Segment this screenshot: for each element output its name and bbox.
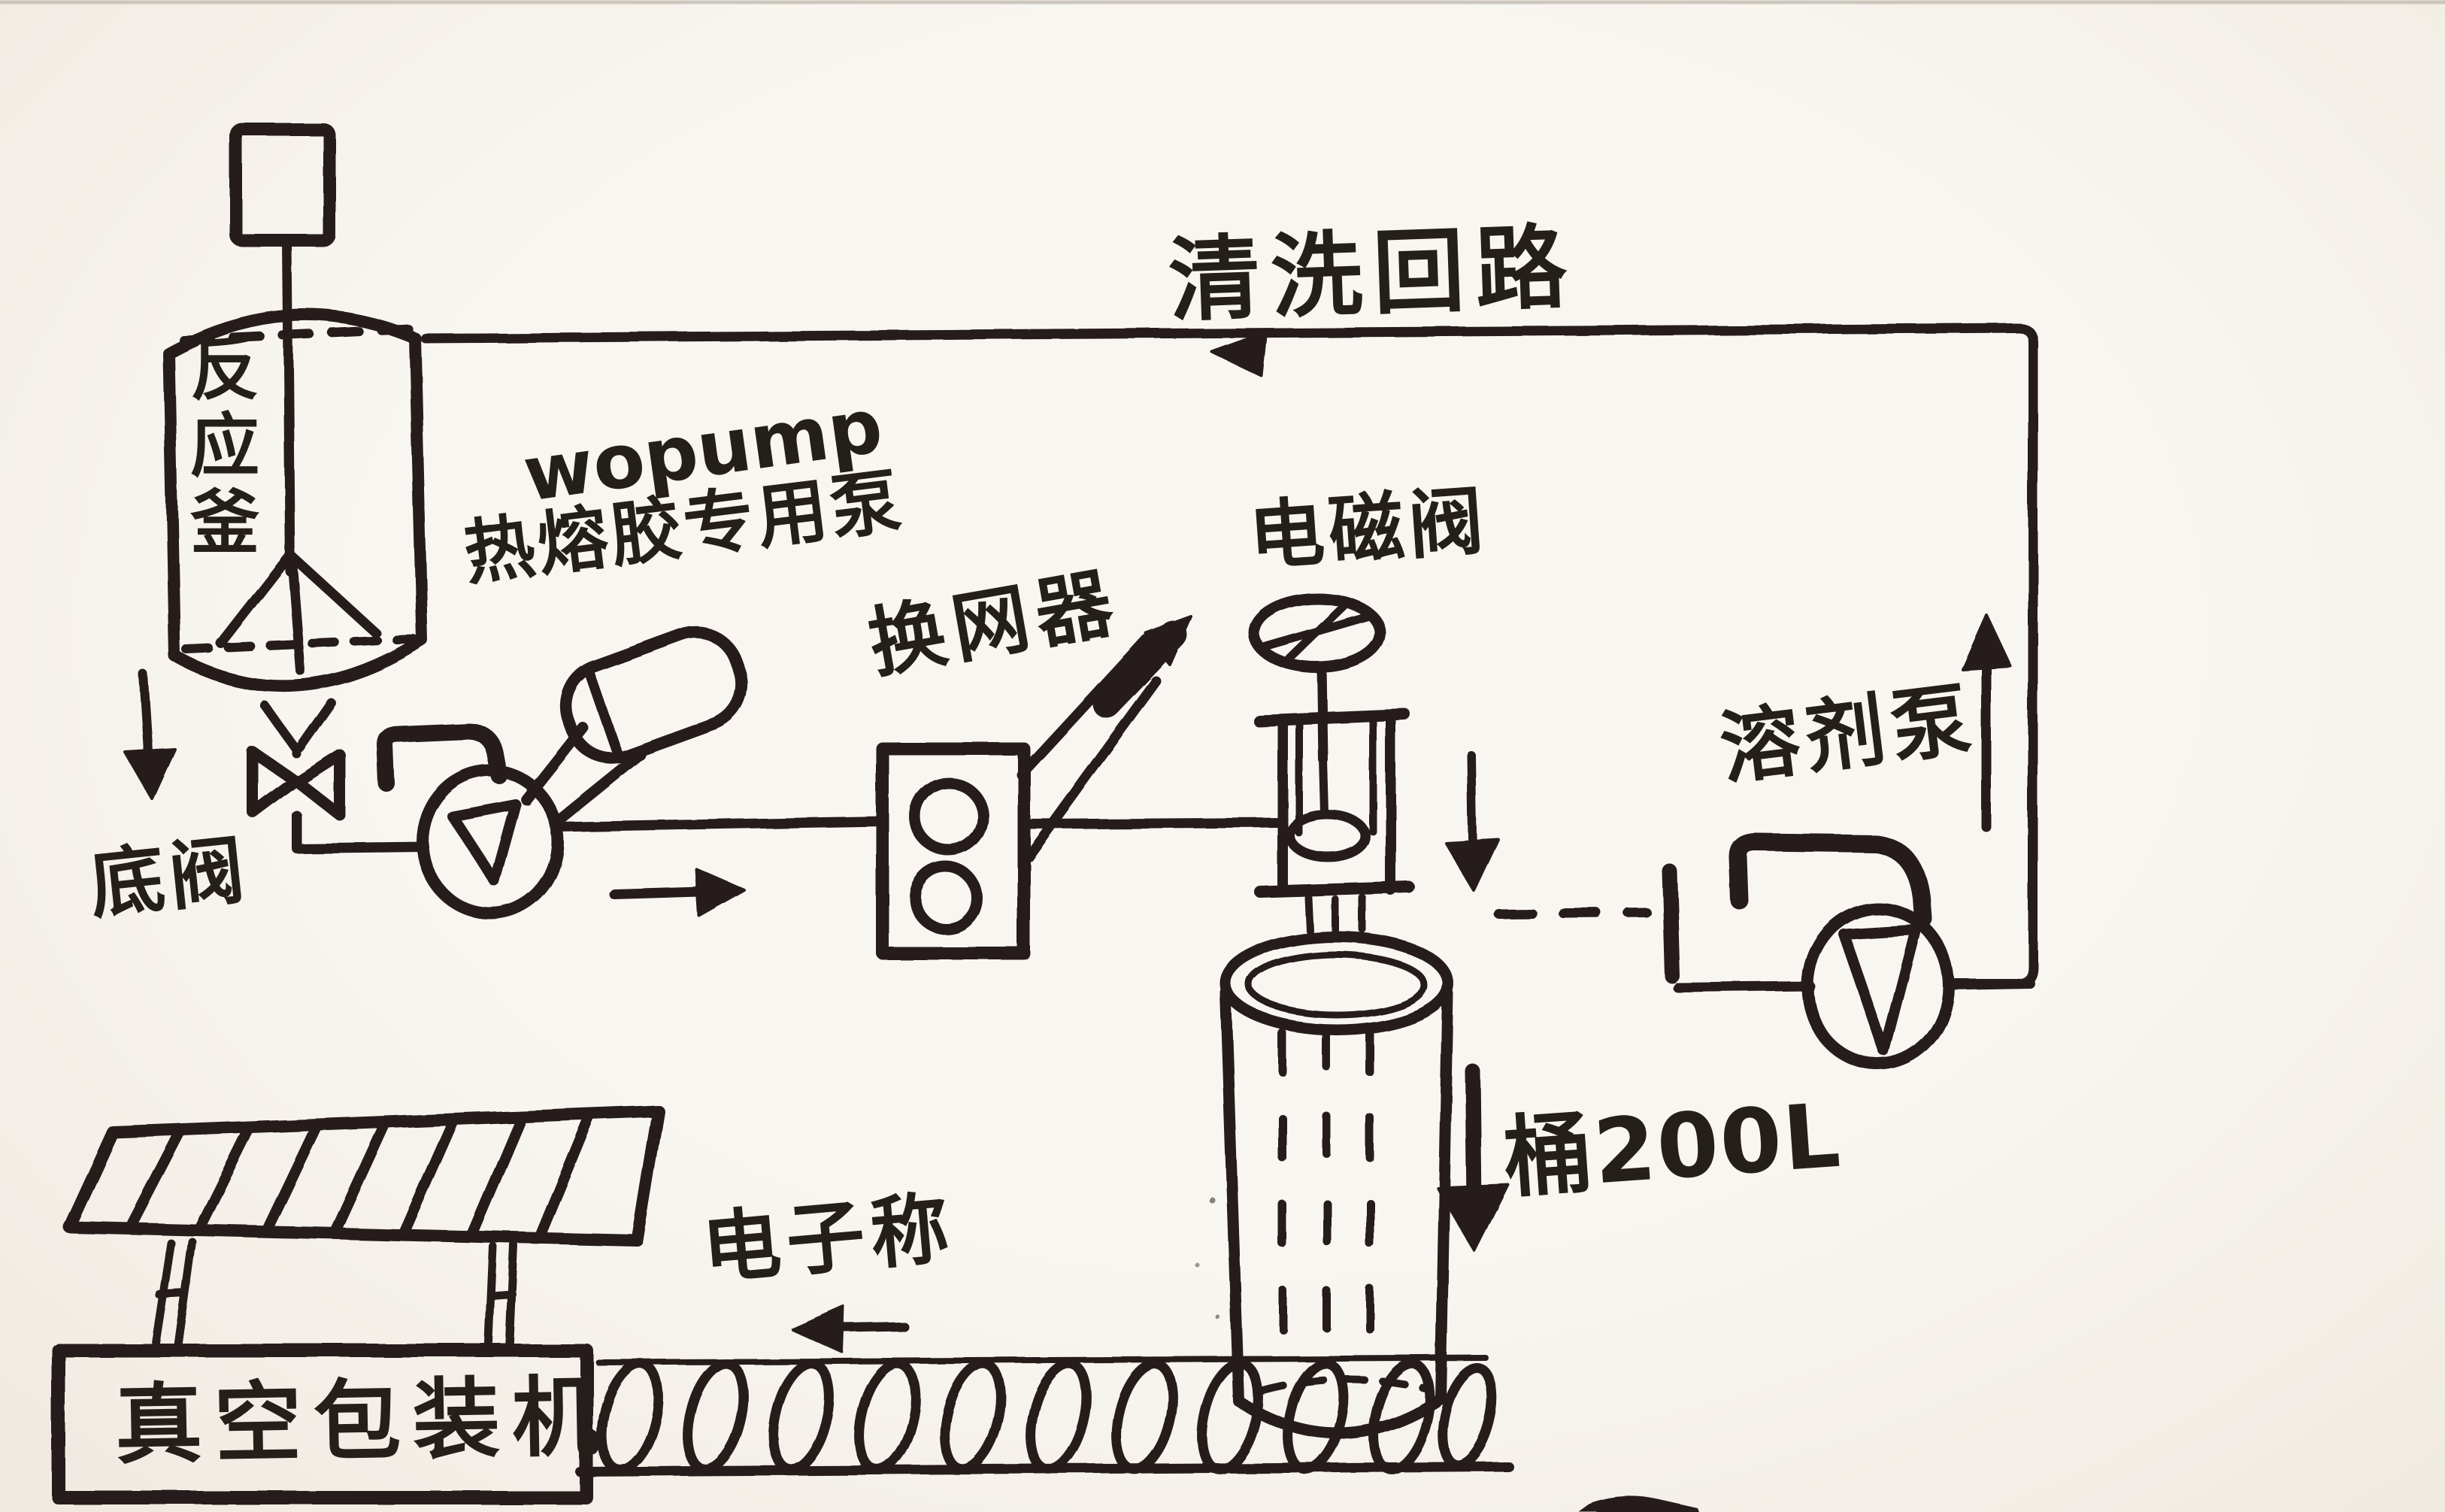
label-barrel-200l: 桶200L (1500, 1083, 1845, 1211)
hotmelt-pump-icon (377, 626, 748, 920)
label-vacuum-packing-machine: 真空包装机 (114, 1366, 613, 1477)
vacuum-packing-machine-box (52, 1344, 593, 1504)
scale-arrow (791, 1305, 908, 1353)
solenoid-valve-icon (1248, 592, 1415, 938)
solvent-pump-spout (1729, 833, 1932, 928)
pipe-valve-to-pump (291, 810, 429, 853)
barrel-down-arrow (1436, 1063, 1510, 1253)
flow-arrow-left-icon (1210, 331, 1268, 377)
ink-blob (1579, 1495, 1699, 1512)
pipe-pump-to-screen-changer (553, 816, 888, 832)
label-bottom-valve: 底阀 (85, 825, 253, 930)
agitator-motor-box (229, 123, 336, 247)
kettle-body (162, 309, 429, 692)
label-cleaning-loop: 清洗回路 (1166, 214, 1580, 335)
suction-port-tick (1662, 863, 1680, 983)
label-solenoid-valve: 电磁阀 (1246, 476, 1491, 581)
kettle-top-dashed-line (179, 325, 415, 344)
machine-legs (150, 1238, 519, 1355)
reaction-kettle-icon (162, 123, 429, 692)
dashed-solvent-line (1494, 863, 1816, 993)
label-electronic-scale: 电子称 (698, 1181, 959, 1295)
flow-arrow-right-icon (610, 868, 746, 917)
pipe-screen-changer-to-valve (1019, 817, 1288, 829)
bottom-valve-arrow (123, 669, 176, 800)
valve-plug (1285, 810, 1371, 862)
kettle-bottom-dashed-line (182, 635, 418, 654)
pump-motor (560, 626, 748, 765)
ladder-conveyor-icon (63, 1105, 665, 1247)
valve-drip-ticks (1304, 894, 1366, 938)
agitator-blades (216, 550, 381, 676)
screen-changer-icon (876, 742, 1031, 960)
valve-down-arrow (1444, 750, 1499, 892)
pump-inlet-elbow (377, 723, 507, 792)
agitator-shaft (282, 235, 295, 577)
conveyor-icon (575, 1355, 1513, 1477)
pump-triangle (447, 799, 521, 886)
bottom-valve-icon (247, 698, 429, 853)
label-reaction-kettle: 反应釜 (178, 332, 259, 562)
solvent-pump-icon (1729, 833, 2035, 1071)
pump-motor-coupling (521, 723, 646, 829)
